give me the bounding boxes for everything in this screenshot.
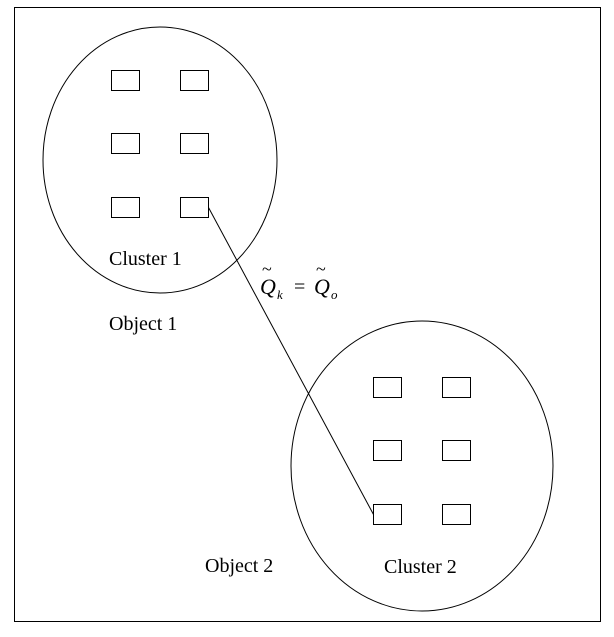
- equation-left-tilde: ~: [262, 259, 272, 279]
- cluster-1-group: Cluster 1: [42, 26, 278, 294]
- cluster-1-matched-node: [180, 197, 209, 218]
- cluster-2-node: [442, 504, 471, 525]
- cluster-2-ellipse: [290, 320, 554, 612]
- cluster-1-label: Cluster 1: [109, 248, 182, 270]
- cluster-2-group: Cluster 2: [290, 320, 554, 612]
- object-1-label: Object 1: [109, 313, 177, 335]
- cluster-2-node: [373, 440, 402, 461]
- cluster-2-label: Cluster 2: [384, 556, 457, 578]
- match-connector-line: [208, 207, 374, 515]
- cluster-1-node: [111, 133, 140, 154]
- cluster-2-node: [442, 440, 471, 461]
- equation-operator: =: [294, 276, 305, 298]
- equation-left-symbol: Q: [260, 274, 276, 299]
- cluster-1-ellipse: [42, 26, 278, 294]
- equation-right-tilde: ~: [316, 259, 326, 279]
- cluster-2-matched-node: [373, 504, 402, 525]
- cluster-2-node: [442, 377, 471, 398]
- matching-equation: ~ Q k = ~ Q o: [260, 259, 338, 302]
- equation-right-subscript: o: [331, 287, 338, 302]
- cluster-2-node: [373, 377, 402, 398]
- equation-left-subscript: k: [277, 287, 283, 302]
- cluster-1-node: [111, 70, 140, 91]
- cluster-1-node: [111, 197, 140, 218]
- cluster-1-node: [180, 133, 209, 154]
- diagram-border: [14, 7, 601, 622]
- object-2-label: Object 2: [205, 555, 273, 577]
- cluster-1-node: [180, 70, 209, 91]
- equation-right-symbol: Q: [314, 274, 330, 299]
